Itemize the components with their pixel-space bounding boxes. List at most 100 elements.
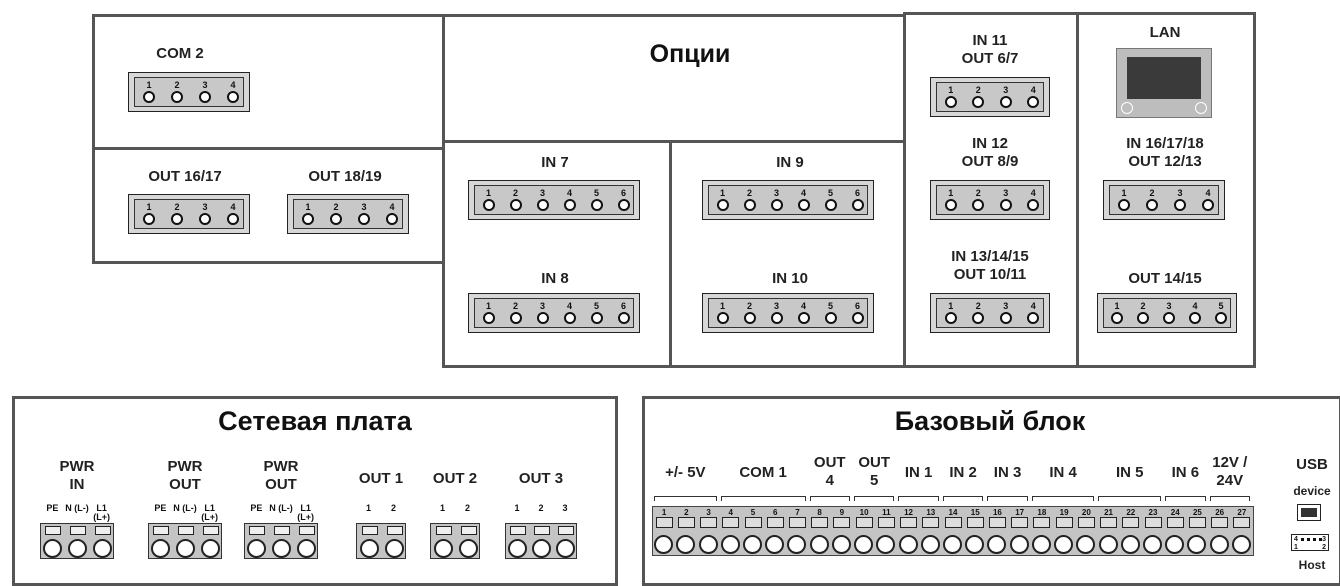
usb-host-port: 4 3 1 2 — [1291, 534, 1329, 551]
base-terminal-slot — [655, 517, 673, 528]
network-group-label: OUT 1 — [331, 470, 431, 488]
base-group-label-line1: OUT — [813, 454, 846, 471]
terminal-pin-label: 1 — [365, 503, 371, 513]
base-group-bracket — [942, 496, 984, 501]
connector-pin: 2 — [1145, 186, 1159, 211]
connector-pin: 3 — [198, 78, 212, 103]
base-terminal-screw — [720, 535, 740, 554]
pin-contact — [563, 199, 576, 211]
pin-number: 3 — [1003, 188, 1009, 198]
terminal-release-slot — [298, 526, 315, 535]
base-terminal-number: 12 — [904, 508, 913, 517]
terminal-screw — [151, 539, 171, 558]
pin-number: 4 — [1030, 301, 1036, 311]
connector-pin: 1 — [1117, 186, 1131, 211]
pin-contact — [972, 312, 985, 324]
connector-pin: 6 — [617, 299, 631, 324]
pin-number: 2 — [512, 188, 518, 198]
base-terminal-slot — [1055, 517, 1073, 528]
usb-host-label: Host — [1298, 558, 1326, 572]
connector-pin: 3 — [770, 186, 784, 211]
pin-contact — [509, 199, 522, 211]
base-terminal-slot — [1233, 517, 1251, 528]
terminal-screw — [296, 539, 316, 558]
connector-pin: 3 — [999, 83, 1013, 108]
base-terminal-screw — [920, 535, 940, 554]
base-terminal-screw — [1209, 535, 1229, 554]
pin-contact — [199, 213, 211, 225]
pin-contact — [770, 312, 783, 324]
connector-pin: 2 — [743, 186, 757, 211]
base-terminal-screw — [1187, 535, 1207, 554]
base-terminal-screw — [787, 535, 807, 554]
pin-contact — [563, 312, 576, 324]
base-terminal-number: 7 — [795, 508, 800, 517]
terminal-pin-label: L1 (L+) — [297, 503, 315, 522]
pin-number: 1 — [485, 301, 491, 311]
pin-number: 6 — [854, 301, 860, 311]
terminal-screw — [508, 539, 527, 558]
lan-port — [1116, 48, 1212, 118]
terminal-release-slot — [510, 526, 526, 535]
base-terminal-slot — [811, 517, 829, 528]
pin-contact — [536, 199, 549, 211]
base-terminal-number: 21 — [1104, 508, 1113, 517]
pin-number: 2 — [174, 80, 180, 90]
base-terminal-screw — [743, 535, 762, 554]
pin-number: 3 — [361, 202, 367, 212]
terminal-pin-label: PE — [250, 503, 263, 513]
pin-contact — [617, 312, 630, 324]
base-terminal-screw — [1009, 535, 1029, 554]
base-terminal-slot — [988, 517, 1006, 528]
in12-label-line1: IN 12 — [972, 135, 1008, 152]
base-terminal-slot — [1188, 517, 1206, 528]
connector-pin: 4 — [1026, 186, 1040, 211]
pin-number: 5 — [827, 301, 833, 311]
pin-contact — [358, 213, 370, 225]
base-group-bracket — [854, 496, 895, 501]
pin-number: 3 — [1166, 301, 1172, 311]
base-group-label: IN 6 — [1145, 464, 1225, 482]
base-group-bracket — [654, 496, 717, 501]
network-group-label-line1: PWR — [59, 458, 95, 475]
pin-number: 3 — [202, 202, 208, 212]
base-terminal-slot — [722, 517, 740, 528]
connector-pin: 3 — [1173, 186, 1187, 211]
in9-label: IN 9 — [776, 154, 804, 171]
connector-pin: 5 — [590, 299, 604, 324]
options-title: Опции — [649, 40, 731, 68]
terminal-screw — [384, 539, 404, 558]
pin-number: 4 — [230, 202, 236, 212]
terminal-screw — [532, 539, 551, 558]
base-terminal-screw — [854, 535, 874, 554]
in7-label: IN 7 — [541, 154, 569, 171]
connector-pin: 4 — [226, 78, 240, 103]
connector-pin: 1 — [944, 186, 958, 211]
in16-18-label-line1: IN 16/17/18 — [1126, 135, 1204, 152]
pin-contact — [302, 213, 314, 225]
terminal-pin-label: PE — [46, 503, 59, 513]
connector-pin: 3 — [536, 186, 550, 211]
terminal-pin-label: 1 — [514, 503, 520, 513]
base-terminal-screw — [1076, 535, 1096, 554]
base-group-label: COM 1 — [723, 464, 803, 482]
pin-number: 5 — [593, 188, 599, 198]
pin-contact — [1118, 199, 1130, 211]
base-terminal-slot — [1033, 517, 1051, 528]
pin-contact — [1027, 96, 1040, 108]
pin-contact — [330, 213, 342, 225]
connector-pin: 4 — [1026, 83, 1040, 108]
pin-number: 3 — [773, 301, 779, 311]
base-terminal-slot — [877, 517, 895, 528]
pin-contact — [944, 96, 957, 108]
